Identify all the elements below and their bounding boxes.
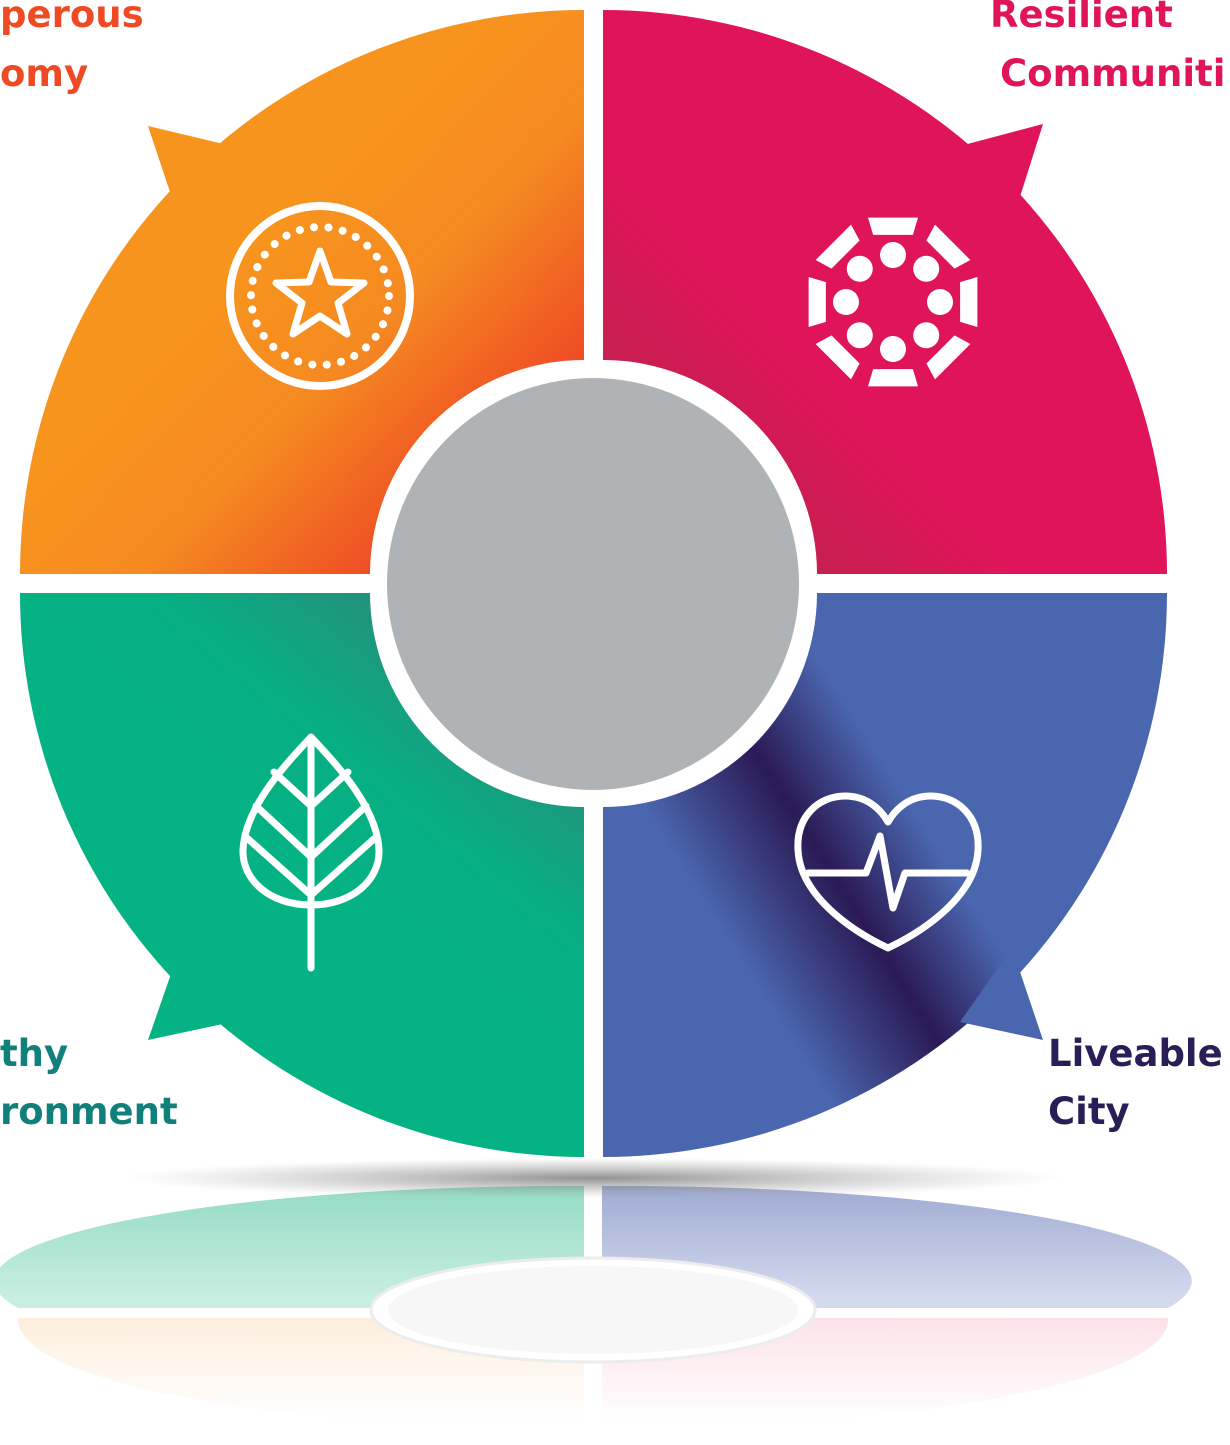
leaf-icon xyxy=(239,733,383,972)
community-wedge xyxy=(926,335,971,380)
label-healthy-line2: ronment xyxy=(0,1090,178,1133)
community-person-head xyxy=(927,289,953,315)
center-hub xyxy=(387,378,799,790)
community-person-head xyxy=(880,336,906,362)
label-liveable-line2: City xyxy=(1048,1090,1130,1133)
community-circle-icon xyxy=(808,217,978,387)
label-liveable-line1: Liveable xyxy=(1048,1032,1223,1075)
label-resilient-line2: Communiti xyxy=(1000,52,1225,95)
community-person-head xyxy=(913,255,940,282)
label-healthy-line1: thy xyxy=(0,1032,68,1075)
community-wedge xyxy=(960,277,978,327)
community-wedge xyxy=(926,224,971,269)
community-wedge xyxy=(808,277,826,327)
quadrant-resilient-communities[interactable] xyxy=(603,10,1167,574)
quadrant-prosperous-economy[interactable] xyxy=(20,10,584,574)
community-person-head xyxy=(833,289,859,315)
community-person-head xyxy=(913,322,940,349)
community-person-head xyxy=(880,242,906,268)
label-resilient-line1: Resilient xyxy=(990,0,1173,36)
community-wedge xyxy=(868,217,918,235)
community-wedge xyxy=(868,369,918,387)
community-person-head xyxy=(846,255,873,282)
wheel-shadow xyxy=(123,1158,1063,1198)
star-coin-icon xyxy=(226,202,414,390)
label-prosperous-line1: perous xyxy=(0,0,144,36)
quadrant-healthy-environment[interactable] xyxy=(20,593,584,1157)
floor-reflection xyxy=(0,1185,1192,1430)
community-wedge xyxy=(815,335,860,380)
community-wedge xyxy=(815,224,860,269)
label-prosperous-line2: omy xyxy=(0,52,88,95)
community-person-head xyxy=(846,322,873,349)
heartbeat-icon xyxy=(794,792,982,952)
